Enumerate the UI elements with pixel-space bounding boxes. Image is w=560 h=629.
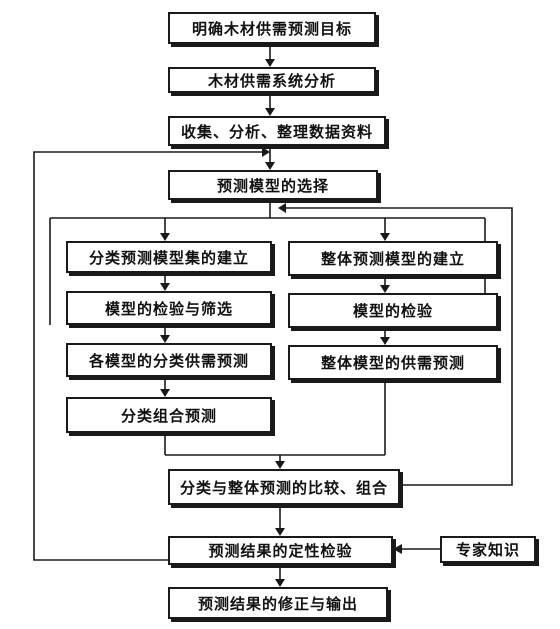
- arrow-class-forecast-to-combine: [160, 377, 170, 397]
- whole-model-build-box: 整体预测模型的建立: [288, 241, 498, 276]
- arrow-whole-check-to-forecast: [380, 328, 390, 345]
- data-collection-box: 收集、分析、整理数据资料: [168, 116, 386, 146]
- class-model-build-box: 分类预测模型集的建立: [66, 241, 272, 273]
- arrow-qualitative-to-output: [275, 565, 285, 587]
- goal-box: 明确木材供需预测目标: [168, 12, 376, 44]
- model-selection-box: 预测模型的选择: [168, 170, 378, 200]
- arrow-class-check-to-forecast: [160, 325, 170, 343]
- whole-forecast-box: 整体模型的供需预测: [288, 345, 498, 380]
- qualitative-check-box: 预测结果的定性检验: [168, 536, 393, 565]
- class-forecast-box: 各模型的分类供需预测: [66, 343, 272, 377]
- comparison-box: 分类与整体预测的比较、组合: [168, 469, 400, 505]
- output-box: 预测结果的修正与输出: [168, 587, 388, 619]
- system-analysis-box: 木材供需系统分析: [168, 67, 376, 93]
- feedback-loop-outer: [33, 147, 270, 561]
- arrow-whole-build-to-check: [380, 276, 390, 293]
- arrow-collect-to-select: [265, 146, 275, 170]
- arrow-analysis-to-collect: [265, 93, 275, 116]
- feedback-loop-inner: [278, 203, 513, 486]
- arrow-compare-to-qualitative: [275, 505, 285, 536]
- arrow-class-build-to-check: [160, 273, 170, 291]
- class-combine-box: 分类组合预测: [66, 397, 272, 433]
- arrow-goal-to-analysis: [265, 44, 275, 67]
- whole-model-check-box: 模型的检验: [288, 293, 498, 328]
- branch-merge: [164, 380, 386, 469]
- class-model-check-box: 模型的检验与筛选: [66, 291, 272, 325]
- arrow-expert-to-qualitative: [393, 544, 440, 554]
- expert-knowledge-box: 专家知识: [440, 536, 536, 563]
